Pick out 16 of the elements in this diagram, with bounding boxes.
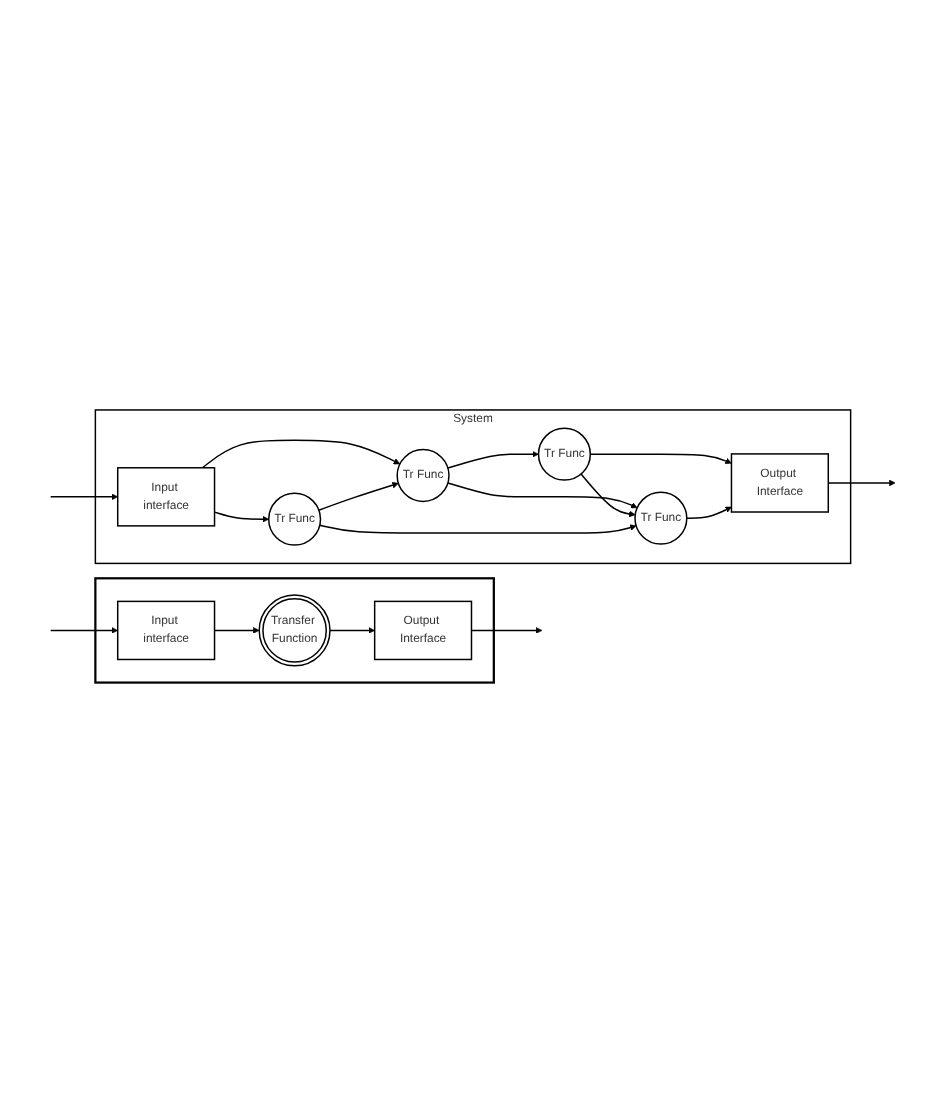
arrow — [329, 627, 375, 635]
arrow — [827, 480, 896, 487]
arrow — [470, 627, 543, 635]
arrow — [319, 525, 637, 535]
arrow — [580, 474, 636, 518]
arrow — [213, 512, 269, 524]
arrow — [213, 627, 260, 635]
arrow — [318, 482, 399, 512]
arrow — [447, 451, 539, 470]
arrow — [49, 627, 118, 635]
arrow — [49, 494, 118, 501]
arrow — [201, 440, 401, 470]
arrow — [589, 454, 732, 465]
cluster — [94, 577, 495, 685]
arrow — [447, 482, 638, 509]
arrow — [686, 507, 732, 520]
